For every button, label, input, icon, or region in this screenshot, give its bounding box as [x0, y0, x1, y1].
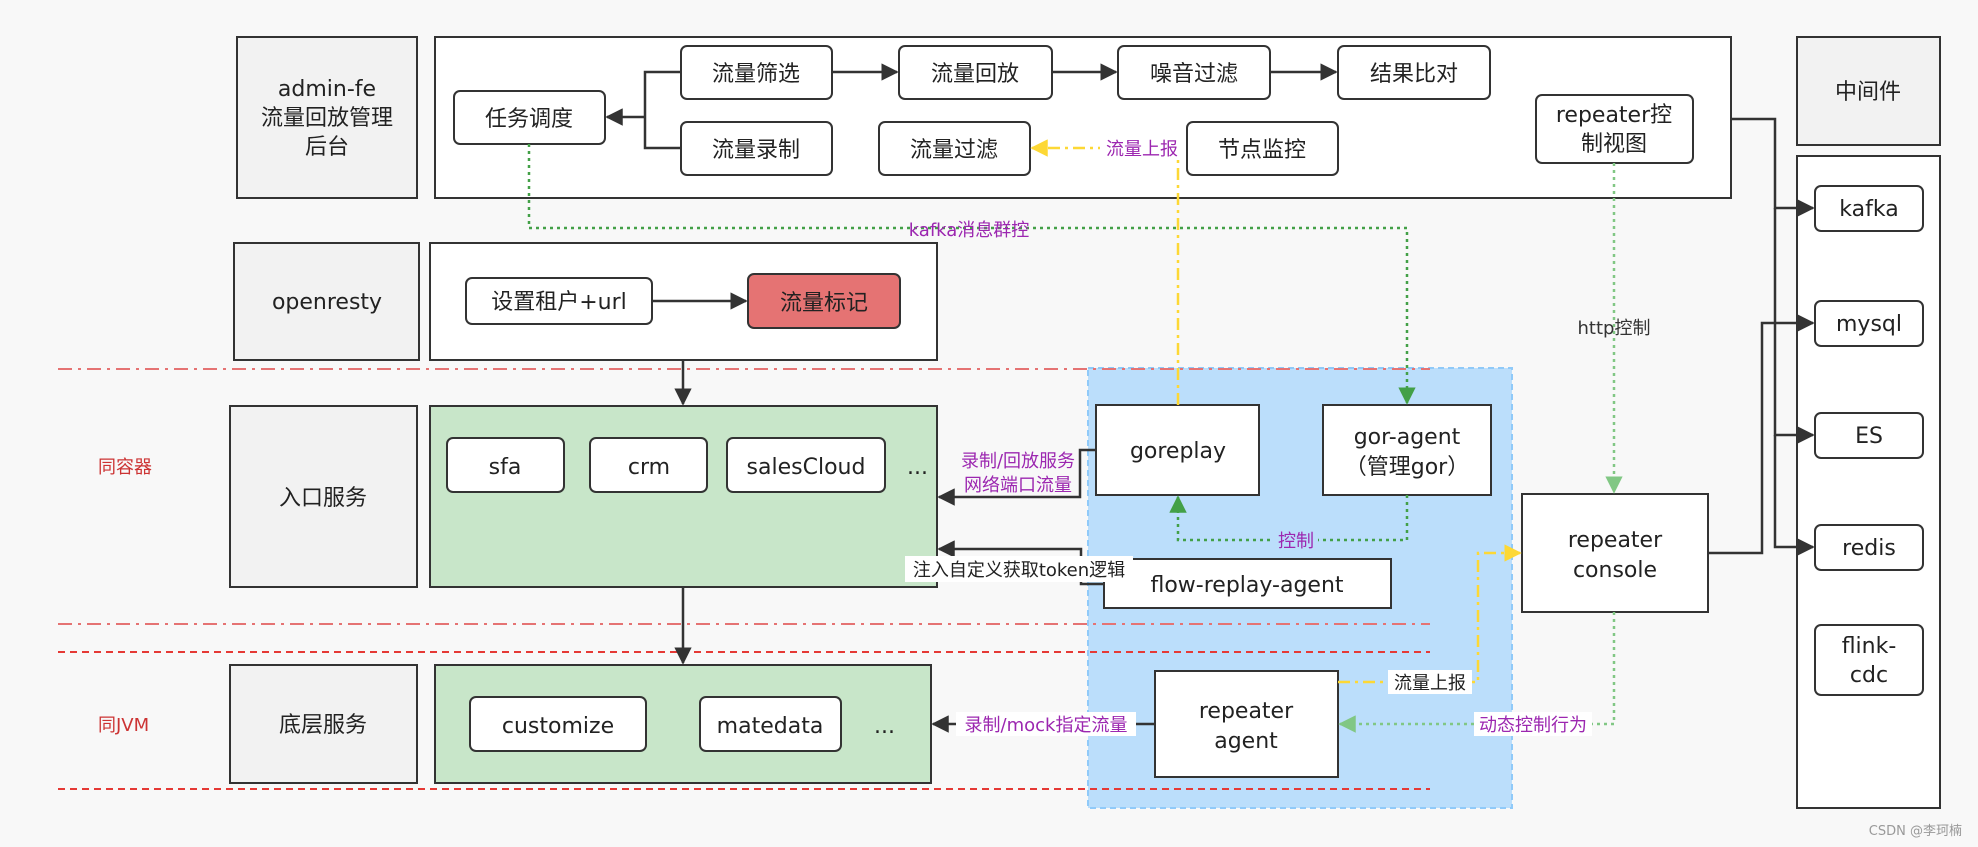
customize-label: customize	[502, 714, 614, 739]
repeater-view-label-1: repeater控	[1556, 103, 1672, 128]
edge-to-redis	[1773, 435, 1815, 556]
node-monitor-label: 节点监控	[1218, 138, 1306, 163]
flink-cdc-label-2: cdc	[1850, 663, 1888, 688]
inject-token-label: 注入自定义获取token逻辑	[913, 560, 1125, 581]
repeater-console-node	[1521, 493, 1709, 613]
repeater-agent-node	[1154, 670, 1339, 778]
entry-panel	[429, 405, 938, 588]
same-container-label: 同容器	[98, 457, 152, 478]
mysql-node	[1814, 300, 1924, 347]
set-tenant-label: 设置租户+url	[491, 290, 627, 315]
node-monitor-node	[1186, 121, 1339, 176]
traffic-mark-label: 流量标记	[780, 291, 868, 316]
salescloud-label: salesCloud	[747, 455, 866, 480]
mysql-label: mysql	[1836, 312, 1902, 337]
dynamic-control-label: 动态控制行为	[1479, 715, 1587, 736]
edge-record-replay	[937, 448, 1096, 506]
task-schedule-label: 任务调度	[485, 107, 573, 132]
record-mock-label: 录制/mock指定流量	[965, 715, 1128, 736]
result-compare-node	[1337, 45, 1491, 100]
traffic-report-top-bg	[1100, 136, 1184, 160]
base-service-box	[229, 664, 418, 784]
middleware-panel	[1796, 155, 1941, 809]
gor-agent-label-2: （管理gor）	[1345, 455, 1469, 480]
edge-control	[1169, 495, 1409, 542]
traffic-mark-node	[747, 273, 901, 329]
flink-cdc-label-1: flink-	[1842, 634, 1897, 659]
gor-agent-label-1: gor-agent	[1354, 425, 1461, 450]
kafka-label: kafka	[1839, 197, 1898, 222]
base-service-label: 底层服务	[279, 713, 367, 738]
record-replay-label-2: 网络端口流量	[964, 475, 1072, 496]
control-label-bg	[1274, 528, 1318, 552]
redis-node	[1814, 524, 1924, 571]
record-mock-bg	[956, 712, 1136, 736]
watermark: CSDN @李珂楠	[1869, 824, 1962, 839]
control-label: 控制	[1278, 531, 1314, 552]
crm-label: crm	[628, 455, 670, 480]
edge-kafka-group-control	[527, 144, 1416, 405]
openresty-label: openresty	[272, 290, 382, 315]
traffic-report-bottom-bg	[1388, 670, 1472, 694]
repeater-agent-label-1: repeater	[1199, 699, 1294, 724]
repeater-console-label-2: console	[1573, 558, 1657, 583]
goreplay-label: goreplay	[1130, 439, 1226, 464]
dynamic-control-bg	[1474, 712, 1592, 736]
redis-label: redis	[1842, 536, 1896, 561]
customize-node	[469, 696, 647, 752]
sfa-label: sfa	[489, 455, 522, 480]
openresty-box	[233, 242, 420, 361]
admin-fe-label-1: admin-fe	[278, 77, 376, 102]
base-more-label: ...	[874, 714, 895, 739]
traffic-record-label: 流量录制	[712, 138, 800, 163]
traffic-filter-label: 流量过滤	[910, 138, 998, 163]
same-jvm-label: 同JVM	[98, 715, 149, 736]
sfa-node	[446, 437, 565, 493]
record-replay-label-1: 录制/回放服务	[961, 451, 1075, 472]
http-control-label: http控制	[1578, 318, 1651, 339]
admin-panel	[434, 36, 1732, 199]
crm-node	[589, 437, 708, 493]
middleware-title-box	[1796, 36, 1941, 146]
admin-fe-label-2: 流量回放管理	[261, 106, 393, 131]
inject-token-bg	[905, 556, 1133, 582]
kafka-node	[1814, 185, 1924, 232]
traffic-filter-select-label: 流量筛选	[712, 62, 800, 87]
kafka-group-control-label: kafka消息群控	[909, 220, 1030, 241]
result-compare-label: 结果比对	[1370, 62, 1458, 87]
edge-schedule-branches	[643, 70, 681, 150]
es-label: ES	[1855, 424, 1883, 449]
goreplay-node	[1095, 404, 1260, 496]
edge-view-to-middleware	[1731, 117, 1815, 217]
traffic-report-bottom-label: 流量上报	[1394, 673, 1466, 694]
traffic-replay-label: 流量回放	[931, 62, 1019, 87]
traffic-filter-node	[878, 121, 1031, 176]
middleware-title: 中间件	[1835, 80, 1901, 105]
repeater-agent-label-2: agent	[1214, 729, 1278, 754]
repeater-console-label-1: repeater	[1568, 528, 1663, 553]
flow-replay-agent-label: flow-replay-agent	[1150, 573, 1343, 598]
noise-filter-label: 噪音过滤	[1150, 62, 1238, 87]
entry-service-label: 入口服务	[279, 486, 367, 511]
salescloud-node	[726, 437, 886, 493]
flink-cdc-node	[1814, 624, 1924, 696]
repeater-view-label-2: 制视图	[1581, 132, 1647, 157]
edge-dynamic-control	[1338, 612, 1616, 733]
entry-more-label: ...	[907, 455, 928, 480]
admin-fe-box	[236, 36, 418, 199]
matedata-node	[699, 696, 842, 752]
entry-service-box	[229, 405, 418, 588]
edge-console-to-mysql	[1708, 314, 1815, 555]
admin-fe-label-3: 后台	[305, 135, 349, 160]
es-node	[1814, 412, 1924, 459]
matedata-label: matedata	[717, 714, 824, 739]
traffic-report-top-label: 流量上报	[1106, 139, 1178, 160]
gor-agent-node	[1322, 404, 1492, 496]
